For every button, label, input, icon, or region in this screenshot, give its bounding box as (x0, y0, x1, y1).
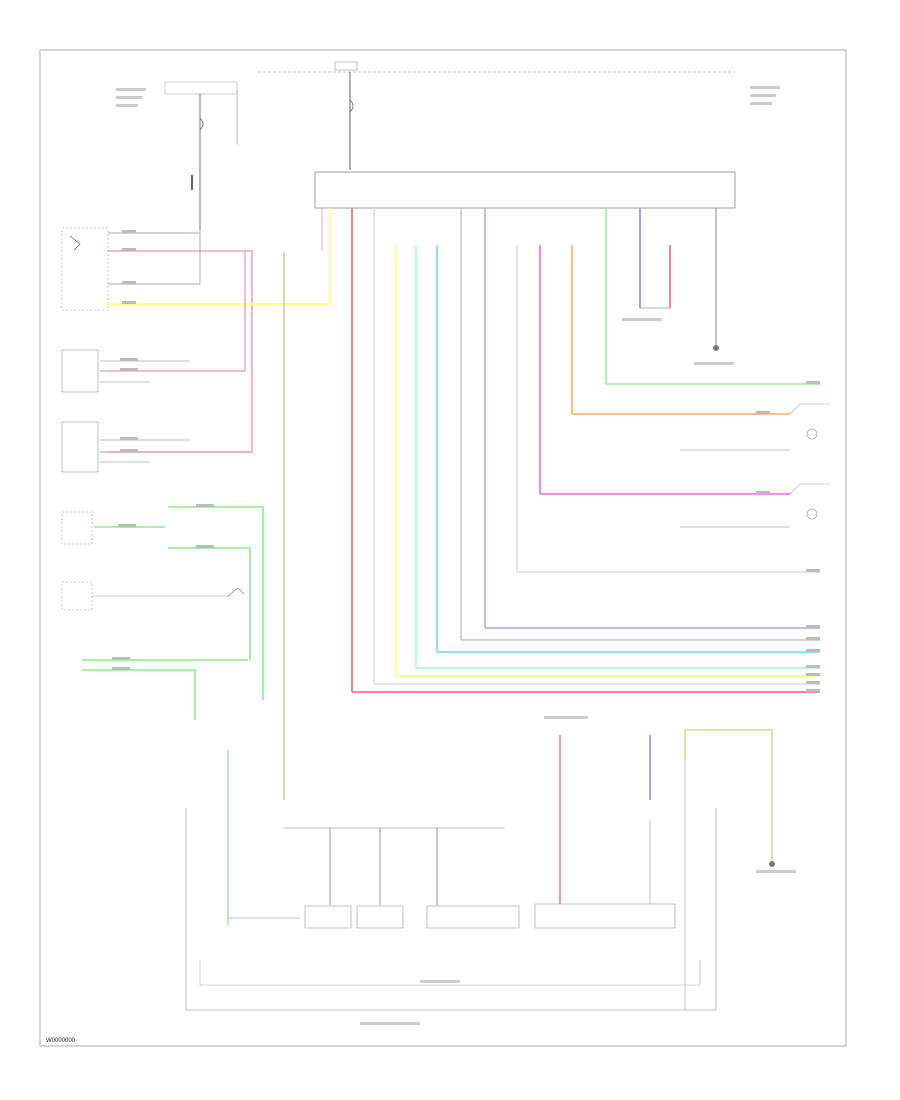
cluster-box-1 (304, 905, 352, 929)
sensor-lead-1 (789, 403, 830, 415)
wire-yellow-relay (108, 290, 331, 305)
cluster-box-4 (534, 903, 676, 929)
wire-relay-2 (108, 230, 201, 285)
brake-switch-contact (227, 587, 245, 597)
right-front-sensor-box (61, 349, 99, 393)
wire-label-marks (112, 86, 820, 1025)
wire-tan-ground (684, 729, 773, 860)
wire-green-4 (82, 669, 196, 720)
parking-brake-switch-box (61, 511, 93, 545)
sensor-lead-2 (789, 483, 830, 495)
right-rear-sensor-icon (806, 428, 818, 440)
wire-green-1 (168, 506, 264, 700)
diagram-frame (39, 49, 847, 1047)
ground-icon (713, 345, 719, 351)
control-module-box (314, 171, 736, 209)
relay-fuse-symbol (199, 117, 204, 131)
cluster-box-3 (426, 905, 520, 929)
fuse-symbol (349, 99, 354, 113)
figure-id-label: W0000000 (46, 1038, 76, 1044)
relay-unit (61, 227, 109, 311)
ground-icon-lower (769, 861, 775, 867)
fuse-box-label (334, 61, 358, 71)
cluster-box-2 (356, 905, 404, 929)
relay-contact-symbol (69, 235, 81, 251)
left-front-sensor-box (61, 421, 99, 473)
brake-fluid-switch-box (61, 581, 93, 611)
fuse-block-left (164, 81, 238, 95)
wire-green-2 (168, 547, 251, 660)
wire-sensor-r-pink (100, 251, 246, 372)
left-rear-sensor-icon (806, 508, 818, 520)
